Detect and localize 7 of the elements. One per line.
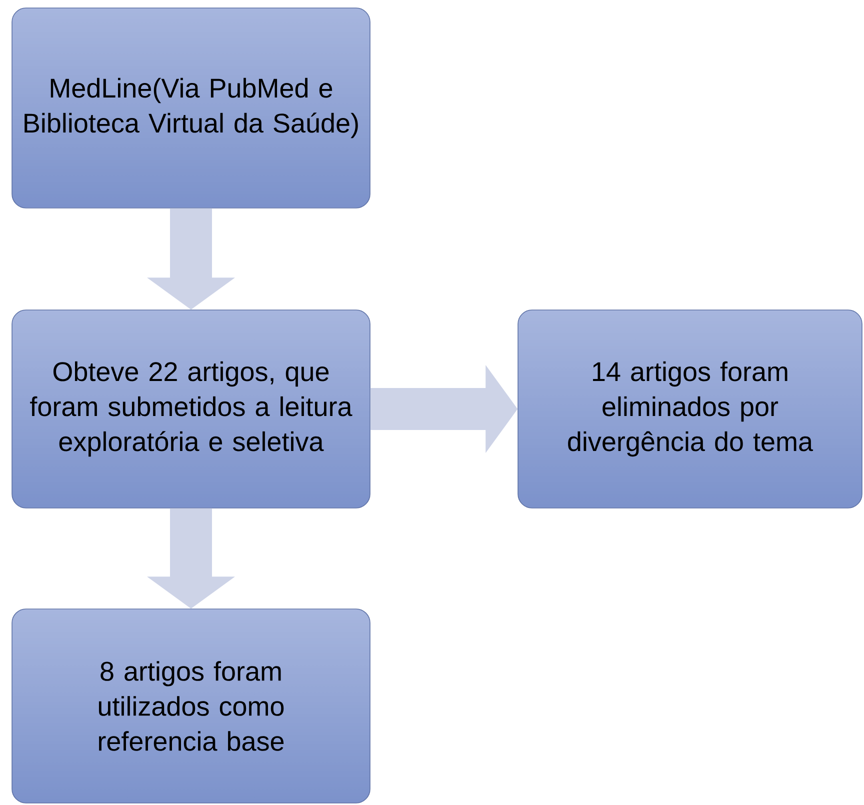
block-arrow: [147, 208, 235, 310]
process-box: 14 artigos foram eliminados por divergência do tema: [518, 310, 862, 508]
block-arrow: [370, 365, 518, 453]
process-box: 8 artigos foram utilizados como referencia base: [12, 608, 370, 804]
process-box: MedLine(Via PubMed e Biblioteca Virtual da Saúde): [12, 8, 370, 208]
process-box: Obteve 22 artigos, que foram submetidos a leitura exploratória e seletiva: [12, 310, 370, 508]
block-arrow: [147, 508, 235, 609]
